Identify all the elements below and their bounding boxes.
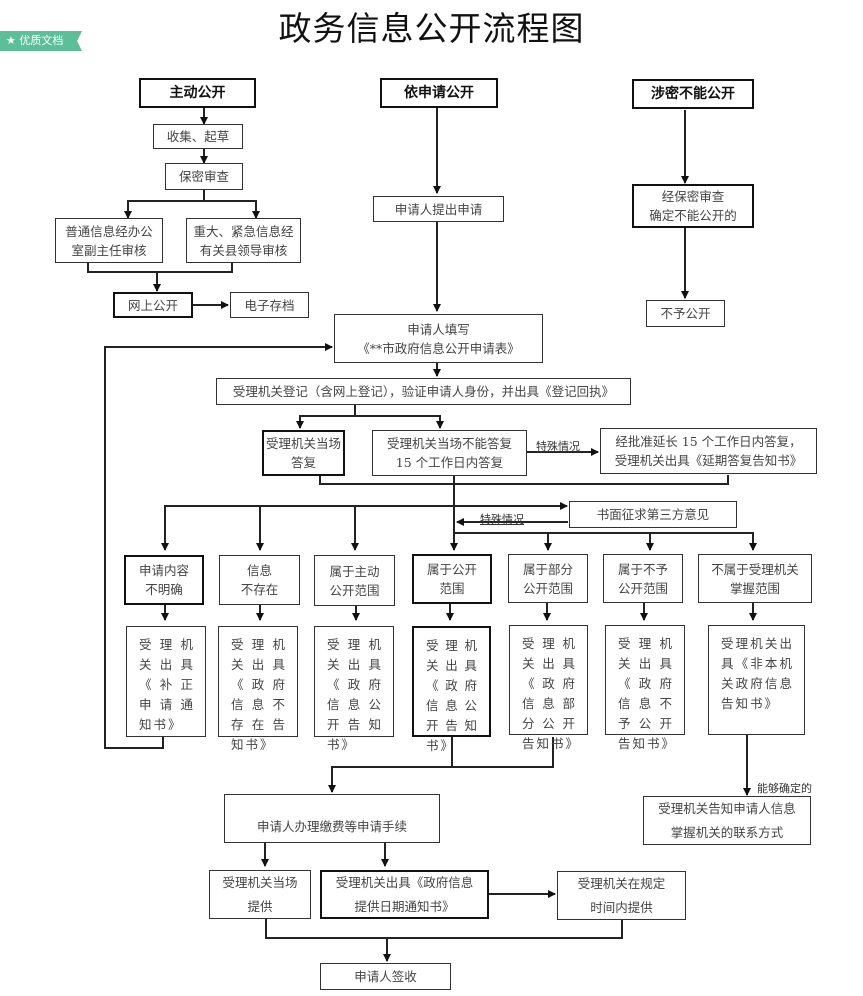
loop-back-arrow bbox=[104, 343, 333, 749]
arrow bbox=[296, 404, 356, 429]
result-not-held-notice-box: 受理机关出具《非本机关政府信息告知书》 bbox=[708, 625, 805, 735]
quality-doc-badge: ★ 优质文档 bbox=[0, 31, 82, 51]
category-denied-scope-box: 属于不予 公开范围 bbox=[603, 554, 683, 603]
result-not-exist-notice-box: 受理机关出具《政府信息不存在告知书》 bbox=[218, 626, 298, 752]
special-case-label-2: 特殊情况 bbox=[480, 513, 524, 526]
arrow bbox=[161, 505, 454, 551]
payment-procedure-box: 申请人办理缴费等申请手续 bbox=[224, 794, 440, 843]
arrow bbox=[124, 190, 205, 219]
normal-info-review-box: 普通信息经办公 室副主任审核 bbox=[55, 218, 163, 263]
register-box: 受理机关登记（含网上登记），验证申请人身份，并出具《登记回执》 bbox=[216, 378, 631, 405]
secret-review-box: 经保密审查 确定不能公开的 bbox=[632, 184, 754, 228]
result-public-notice-box: 受理机关出具《政府信息公开告知书》 bbox=[412, 626, 491, 753]
result-active-notice-box: 受理机关出具《政府信息公开告知书》 bbox=[314, 626, 394, 752]
major-info-review-box: 重大、紧急信息经 有关县领导审核 bbox=[186, 218, 301, 263]
online-publish-box: 网上公开 bbox=[113, 292, 193, 318]
header-request-disclosure: 依申请公开 bbox=[380, 78, 498, 108]
connector bbox=[451, 737, 554, 768]
header-active-disclosure: 主动公开 bbox=[139, 78, 256, 108]
can-determine-label: 能够确定的 bbox=[757, 782, 812, 795]
submit-application-box: 申请人提出申请 bbox=[373, 196, 504, 222]
arrow bbox=[204, 200, 260, 219]
confidential-review-box: 保密审查 bbox=[165, 163, 243, 190]
category-partial-scope-box: 属于部分 公开范围 bbox=[508, 554, 588, 603]
provide-date-notice-box: 受理机关出具《政府信息 提供日期通知书》 bbox=[320, 870, 489, 919]
connector bbox=[87, 263, 233, 273]
connector bbox=[265, 918, 623, 939]
collect-draft-box: 收集、起草 bbox=[153, 124, 243, 149]
result-partial-notice-box: 受理机关出具《政府信息部分公开告知书》 bbox=[509, 625, 588, 751]
reply-15-days-box: 受理机关当场不能答复 15 个工作日内答复 bbox=[372, 430, 527, 476]
category-unclear-box: 申请内容 不明确 bbox=[124, 555, 204, 605]
arrow bbox=[454, 532, 757, 551]
page-title: 政务信息公开流程图 bbox=[278, 9, 585, 48]
header-secret-no-disclosure: 涉密不能公开 bbox=[632, 79, 754, 109]
category-not-held-box: 不属于受理机关 掌握范围 bbox=[698, 554, 812, 603]
reply-on-spot-box: 受理机关当场 答复 bbox=[262, 430, 345, 476]
e-archive-box: 电子存档 bbox=[230, 292, 309, 318]
applicant-sign-box: 申请人签收 bbox=[320, 963, 451, 990]
arrow bbox=[328, 766, 452, 793]
fill-form-box: 申请人填写 《**市政府信息公开申请表》 bbox=[334, 314, 543, 363]
connector bbox=[319, 475, 729, 485]
provide-in-time-box: 受理机关在规定 时间内提供 bbox=[557, 871, 686, 920]
result-denied-notice-box: 受理机关出具《政府信息不予公开告知书》 bbox=[605, 625, 685, 751]
provide-on-spot-box: 受理机关当场 提供 bbox=[209, 870, 311, 919]
deny-disclosure-box: 不予公开 bbox=[646, 300, 725, 327]
category-active-scope-box: 属于主动 公开范围 bbox=[314, 555, 395, 606]
notify-contact-box: 受理机关告知申请人信息 掌握机关的联系方式 bbox=[643, 796, 811, 845]
category-not-exist-box: 信息 不存在 bbox=[219, 555, 300, 605]
category-public-scope-box: 属于公开 范围 bbox=[412, 554, 492, 604]
third-party-opinion-box: 书面征求第三方意见 bbox=[569, 501, 737, 528]
special-case-label: 特殊情况 bbox=[536, 440, 580, 453]
result-correction-notice-box: 受理机关出具《补正申请通知书》 bbox=[126, 626, 206, 737]
extension-notice-box: 经批准延长 15 个工作日内答复， 受理机关出具《延期答复告知书》 bbox=[600, 428, 817, 474]
arrow bbox=[355, 415, 444, 429]
